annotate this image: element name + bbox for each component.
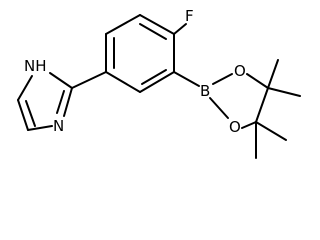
methyl-lower-1	[255, 121, 287, 141]
bond-c2-n1	[49, 72, 73, 89]
pinacol-boronate-ring	[209, 73, 269, 129]
bond-n1-c5	[17, 75, 33, 101]
bond-n3-c2	[63, 87, 73, 117]
bond-ring-lower-left	[105, 71, 141, 93]
bond-c5-c4-double	[25, 100, 36, 127]
bond-o-c-lower	[241, 121, 257, 129]
atom-label-boron: B	[200, 82, 210, 100]
bond-c-f	[173, 23, 187, 35]
double-bond-inner-bottom	[141, 69, 167, 85]
chemical-structure-diagram: F B O O NH N	[17, 7, 301, 159]
methyl-groups	[255, 59, 301, 159]
imidazole-ring	[17, 72, 73, 131]
bond-c-b	[173, 71, 200, 87]
bond-b-o-upper	[212, 73, 233, 85]
bond-c-c-ring	[255, 87, 269, 123]
bond-c5-c4	[17, 99, 29, 131]
bond-ring-upper-left	[105, 14, 141, 35]
methyl-upper-1	[267, 59, 279, 89]
bond-c4-n3	[27, 125, 53, 131]
double-bond-inner-top	[139, 23, 167, 40]
bond-n3-c2-double	[56, 90, 65, 114]
bond-ring-top-ccf	[139, 14, 175, 35]
bond-b-o-lower	[209, 97, 229, 119]
atom-label-imidazole-n: N	[53, 117, 64, 135]
atom-label-imidazole-nh: NH	[24, 57, 47, 75]
bond-aryl-imidazole	[71, 71, 107, 89]
atom-label-fluorine: F	[185, 7, 194, 25]
benzene-ring	[105, 14, 175, 93]
atom-label-oxygen-lower: O	[229, 118, 241, 136]
methyl-upper-2	[267, 87, 301, 97]
atom-label-oxygen-upper: O	[234, 62, 246, 80]
bond-o-c-upper	[246, 73, 269, 89]
bond-ring-lower-right	[139, 71, 175, 93]
